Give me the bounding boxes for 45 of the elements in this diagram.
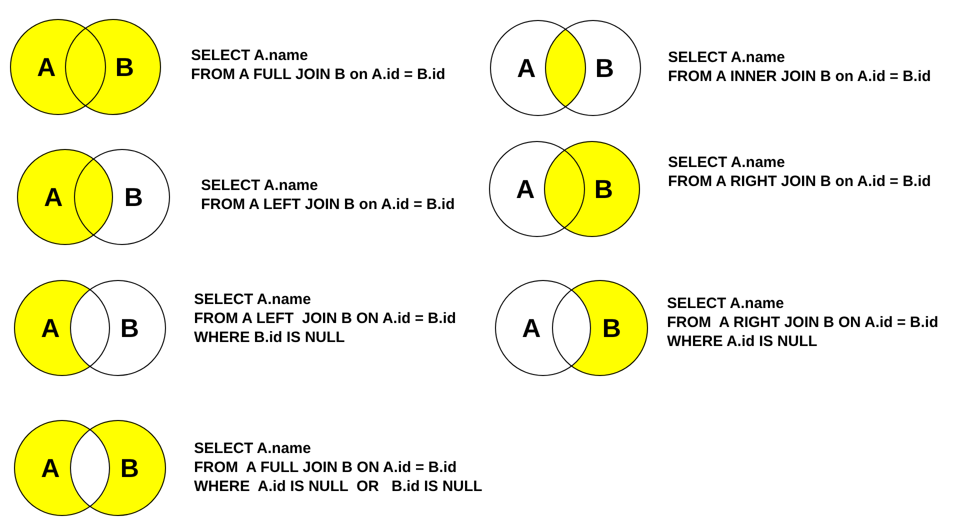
set-letter: B	[602, 312, 621, 344]
sql-line: SELECT A.name	[668, 48, 786, 67]
set-letter: A	[44, 182, 63, 212]
set-circle	[74, 149, 170, 245]
set-letter: B	[120, 312, 139, 344]
set-letter: B	[115, 52, 134, 82]
set-letter: A	[516, 174, 535, 204]
sql-line: SELECT A.name	[668, 153, 786, 172]
set-circle	[14, 280, 110, 376]
set-letter: A	[522, 312, 541, 344]
sql-line: SELECT A.name	[667, 294, 785, 313]
sql-line: FROM A LEFT JOIN B on A.id = B.id	[201, 195, 455, 214]
sql-line: SELECT A.name	[201, 176, 319, 195]
set-letter: B	[120, 452, 139, 484]
sql-line: FROM A LEFT JOIN B ON A.id = B.id	[194, 309, 456, 328]
set-circle	[17, 149, 113, 245]
sql-line: FROM A RIGHT JOIN B ON A.id = B.id	[667, 313, 938, 332]
set-circle	[70, 280, 166, 376]
set-circle	[552, 280, 648, 376]
sql-line: SELECT A.name	[194, 439, 312, 458]
set-letter: A	[41, 312, 60, 344]
sql-line: WHERE A.id IS NULL OR B.id IS NULL	[194, 477, 482, 496]
sql-line: SELECT A.name	[191, 46, 309, 65]
set-circle	[489, 141, 585, 237]
set-letter: A	[37, 52, 56, 82]
sql-line: FROM A FULL JOIN B on A.id = B.id	[191, 65, 446, 84]
set-circle	[495, 280, 591, 376]
sql-line: SELECT A.name	[194, 290, 312, 309]
set-circle	[65, 19, 161, 115]
sql-line: WHERE A.id IS NULL	[667, 332, 818, 351]
sql-line: WHERE B.id IS NULL	[194, 328, 346, 347]
set-letter: A	[517, 52, 536, 84]
set-letter: B	[594, 174, 613, 204]
sql-line: FROM A FULL JOIN B ON A.id = B.id	[194, 458, 458, 477]
set-letter: B	[595, 52, 614, 84]
set-letter: B	[124, 182, 143, 212]
set-circle	[545, 20, 641, 116]
set-circle	[70, 420, 166, 516]
set-circle	[544, 141, 640, 237]
sql-line: FROM A INNER JOIN B on A.id = B.id	[668, 67, 931, 86]
set-circle	[14, 420, 110, 516]
set-circle	[10, 19, 106, 115]
sql-line: FROM A RIGHT JOIN B on A.id = B.id	[668, 172, 931, 191]
set-circle	[490, 20, 586, 116]
set-letter: A	[41, 452, 60, 484]
